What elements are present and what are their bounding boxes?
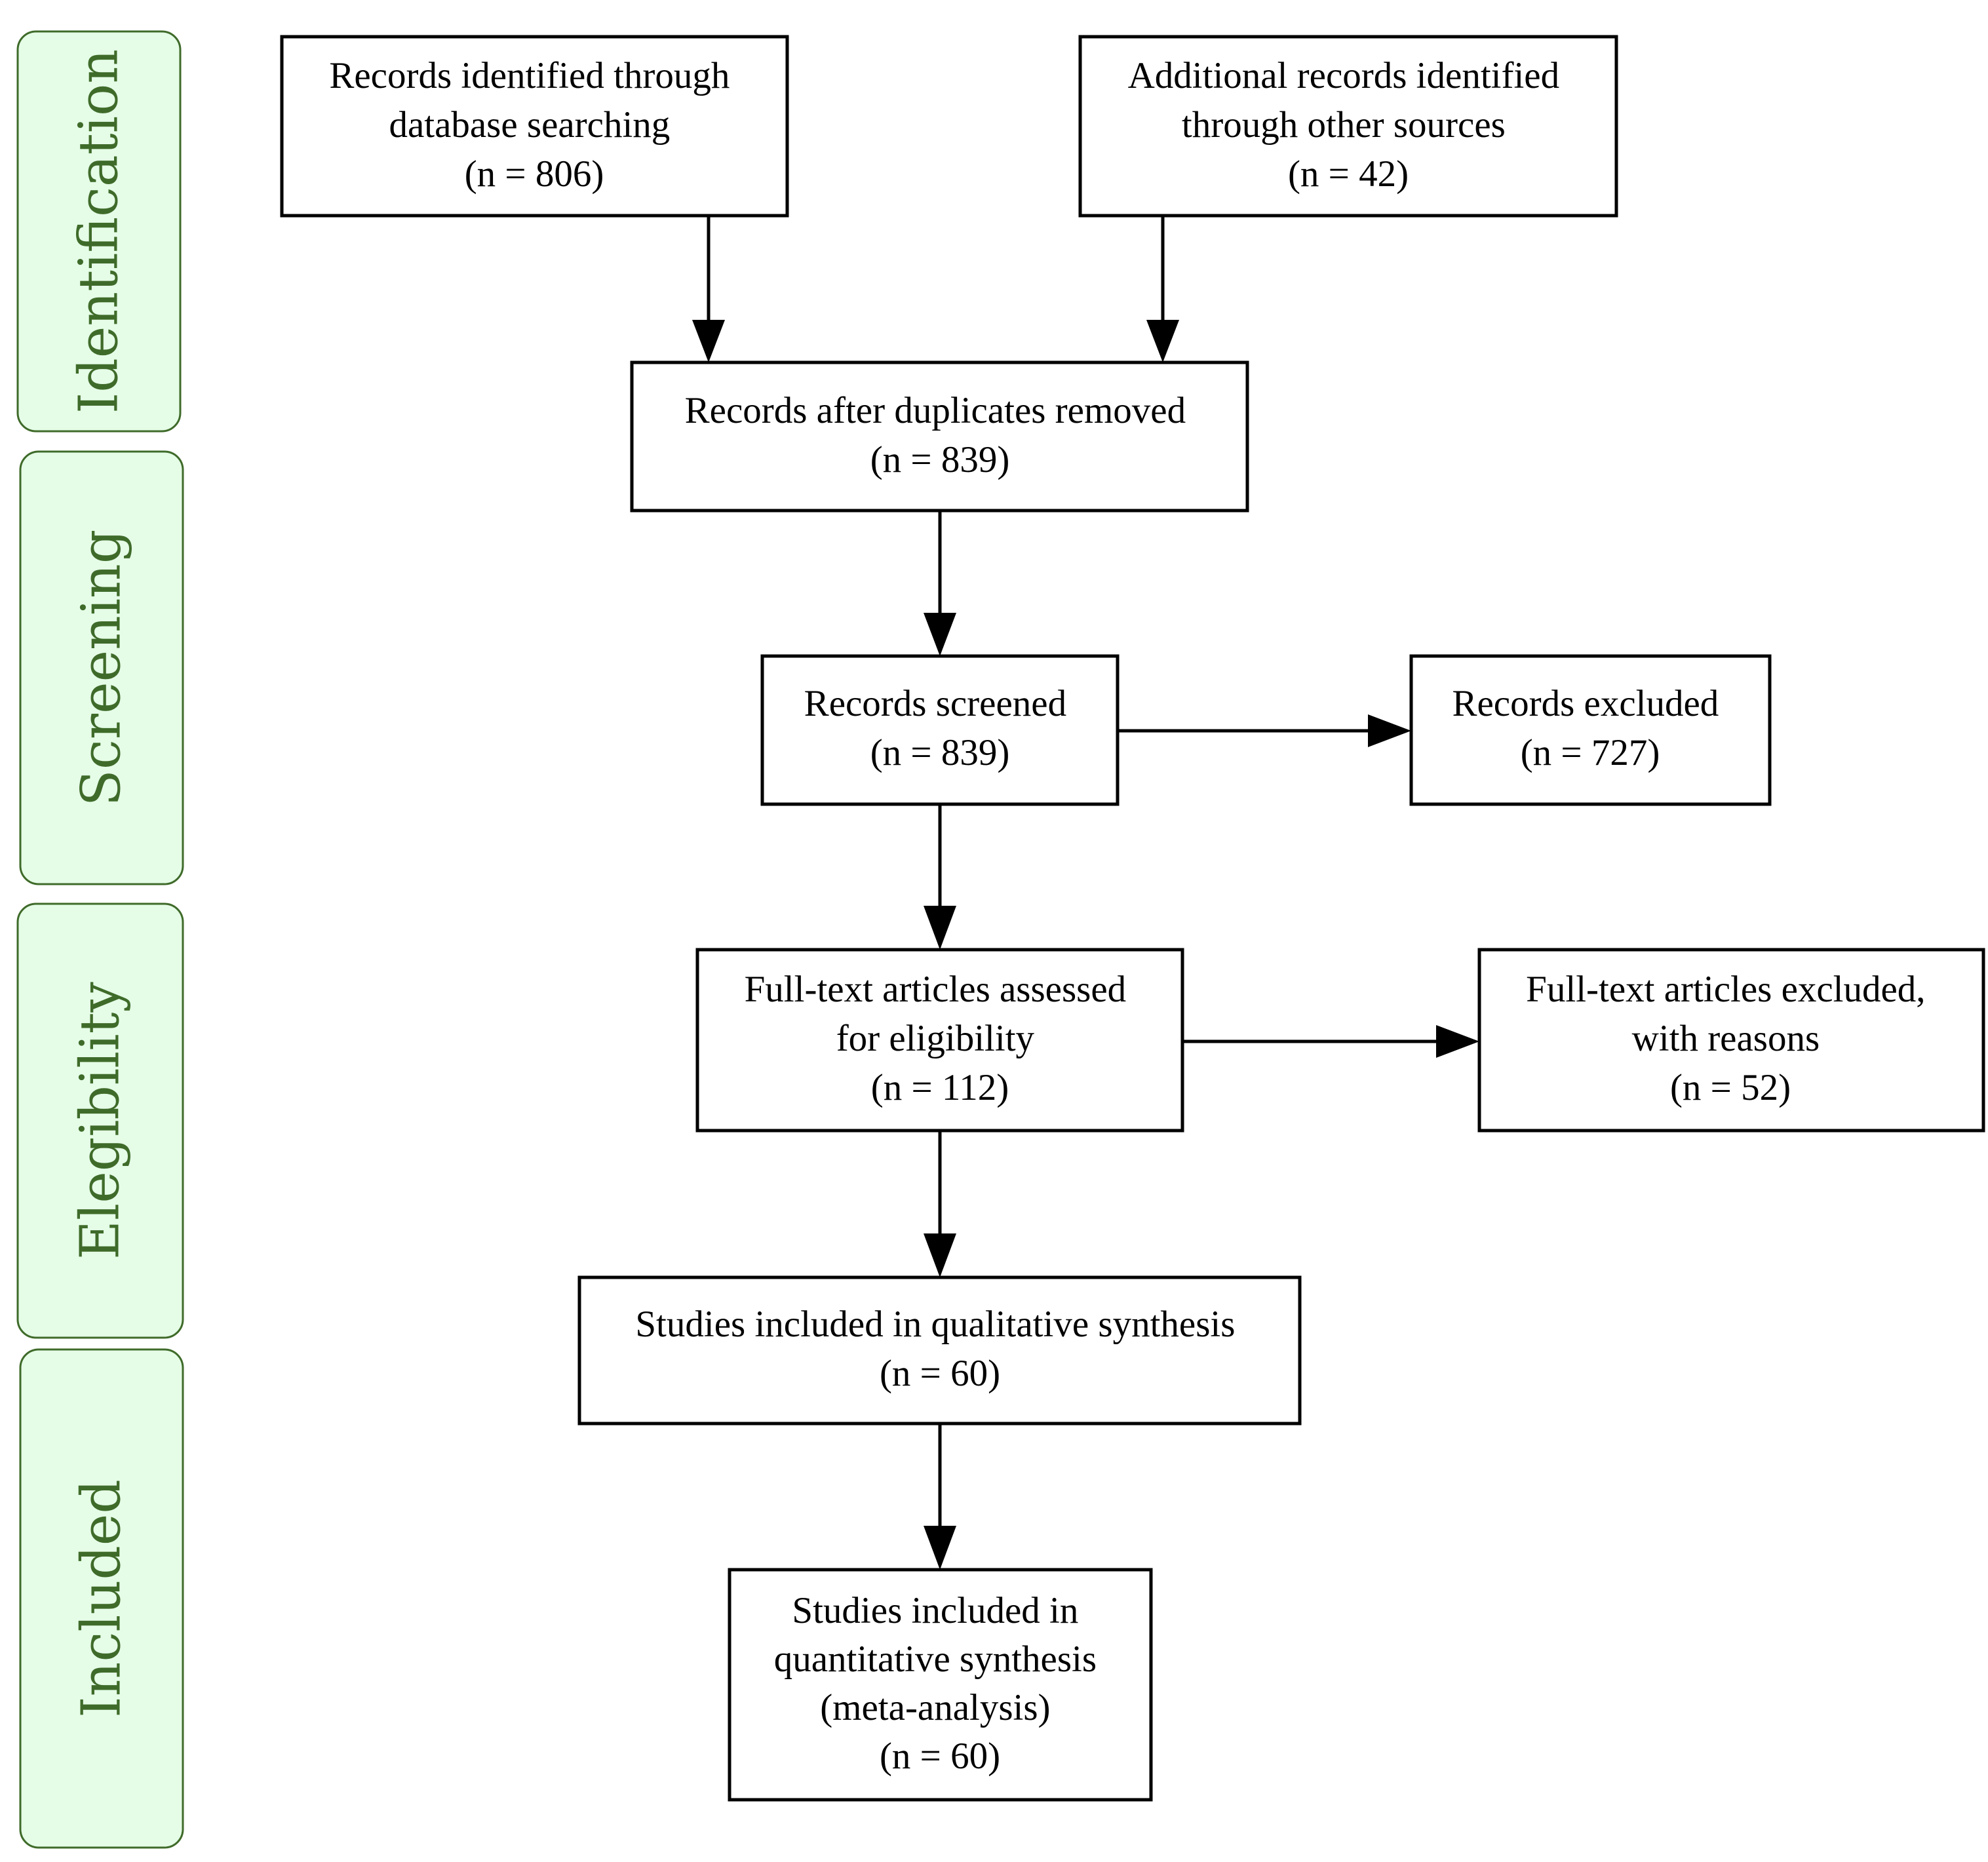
box-qualitative-synthesis-line1: Studies included in qualitative synthesi… [635, 1304, 1235, 1345]
box-after-duplicates-frame [630, 360, 1249, 513]
box-after-duplicates: Records after duplicates removed (n = 83… [630, 360, 1249, 513]
stage-screening: Screening [19, 450, 184, 885]
arrowhead-qualitative-to-quantitative [924, 1526, 956, 1570]
box-quantitative-synthesis-line3: (meta-analysis) [820, 1687, 1050, 1728]
box-fulltext-assessed-count: (n = 112) [871, 1067, 1009, 1108]
box-quantitative-synthesis-count: (n = 60) [880, 1736, 1000, 1777]
stage-eligibility: Elegibility [16, 902, 184, 1339]
box-quantitative-synthesis-line1: Studies included in [792, 1590, 1078, 1631]
box-records-screened: Records screened (n = 839) [760, 654, 1120, 806]
box-fulltext-excluded-frame [1477, 948, 1985, 1133]
box-qualitative-synthesis-count: (n = 60) [880, 1353, 1000, 1394]
stage-included-label: Included [71, 1479, 133, 1718]
box-database-search-frame [280, 35, 789, 218]
arrowhead-screened-to-fulltext [924, 906, 956, 950]
box-quantitative-synthesis-text: Studies included in quantitative synthes… [774, 1590, 1106, 1777]
box-database-search-line2: database searching [389, 104, 670, 145]
box-database-search-line1: Records identified through [329, 55, 730, 96]
box-database-search: Records identified through database sear… [280, 35, 789, 218]
box-quantitative-synthesis-line2: quantitative synthesis [774, 1639, 1097, 1680]
box-database-search-count: (n = 806) [465, 153, 604, 195]
stage-identification: Identification [16, 30, 182, 433]
arrowhead-fulltext-to-qualitative [924, 1233, 956, 1277]
box-fulltext-assessed: Full-text articles assessed for eligibil… [695, 948, 1184, 1133]
box-qualitative-synthesis-frame [577, 1275, 1302, 1426]
box-records-excluded-text: Records excluded (n = 727) [1452, 683, 1728, 773]
box-fulltext-assessed-line1: Full-text articles assessed [745, 969, 1127, 1010]
stage-screening-label: Screening [71, 530, 133, 807]
box-qualitative-synthesis: Studies included in qualitative synthesi… [577, 1275, 1302, 1426]
box-other-sources-line2: through other sources [1182, 104, 1506, 145]
box-after-duplicates-count: (n = 839) [870, 439, 1010, 480]
arrowhead-screened-to-excluded [1368, 714, 1411, 747]
box-quantitative-synthesis: Studies included in quantitative synthes… [728, 1568, 1153, 1802]
stage-identification-panel [16, 30, 182, 433]
box-records-excluded-line1: Records excluded [1452, 683, 1719, 724]
box-records-screened-text: Records screened (n = 839) [804, 683, 1076, 773]
box-fulltext-excluded: Full-text articles excluded, with reason… [1477, 948, 1985, 1133]
box-quantitative-synthesis-frame [728, 1568, 1153, 1802]
box-fulltext-excluded-count: (n = 52) [1670, 1067, 1791, 1108]
arrowhead-duplicates-to-screened [924, 613, 956, 656]
arrowhead-fulltext-to-fulltext-excluded [1436, 1025, 1479, 1058]
box-other-sources-line1: Additional records identified [1128, 55, 1559, 96]
stage-screening-panel [19, 450, 184, 885]
box-fulltext-assessed-line2: for eligibility [836, 1018, 1035, 1059]
box-records-excluded-frame [1409, 654, 1772, 806]
box-other-sources-count: (n = 42) [1288, 153, 1409, 195]
box-fulltext-excluded-text: Full-text articles excluded, with reason… [1526, 969, 1935, 1108]
box-qualitative-synthesis-text: Studies included in qualitative synthesi… [635, 1304, 1244, 1394]
box-fulltext-excluded-line2: with reasons [1632, 1018, 1820, 1059]
box-records-screened-line1: Records screened [804, 683, 1066, 724]
connectors [692, 216, 1479, 1570]
stage-included-panel [19, 1348, 184, 1849]
box-records-excluded-count: (n = 727) [1521, 732, 1660, 773]
stage-identification-label: Identification [68, 49, 130, 414]
box-records-screened-frame [760, 654, 1120, 806]
stage-included: Included [19, 1348, 184, 1849]
box-other-sources-frame [1078, 35, 1618, 218]
box-fulltext-assessed-text: Full-text articles assessed for eligibil… [745, 969, 1136, 1108]
arrowhead-other-to-duplicates [1146, 320, 1179, 362]
box-records-screened-count: (n = 839) [870, 732, 1010, 773]
stage-eligibility-panel [16, 902, 184, 1339]
arrowhead-database-to-duplicates [692, 320, 725, 362]
stage-eligibility-label: Elegibility [69, 981, 132, 1259]
box-fulltext-assessed-frame [695, 948, 1184, 1133]
box-after-duplicates-line1: Records after duplicates removed [685, 390, 1186, 431]
box-other-sources: Additional records identified through ot… [1078, 35, 1618, 218]
box-database-search-text: Records identified through database sear… [329, 55, 739, 195]
box-after-duplicates-text: Records after duplicates removed (n = 83… [685, 390, 1196, 480]
box-records-excluded: Records excluded (n = 727) [1409, 654, 1772, 806]
box-other-sources-text: Additional records identified through ot… [1128, 55, 1569, 195]
box-fulltext-excluded-line1: Full-text articles excluded, [1526, 969, 1925, 1010]
